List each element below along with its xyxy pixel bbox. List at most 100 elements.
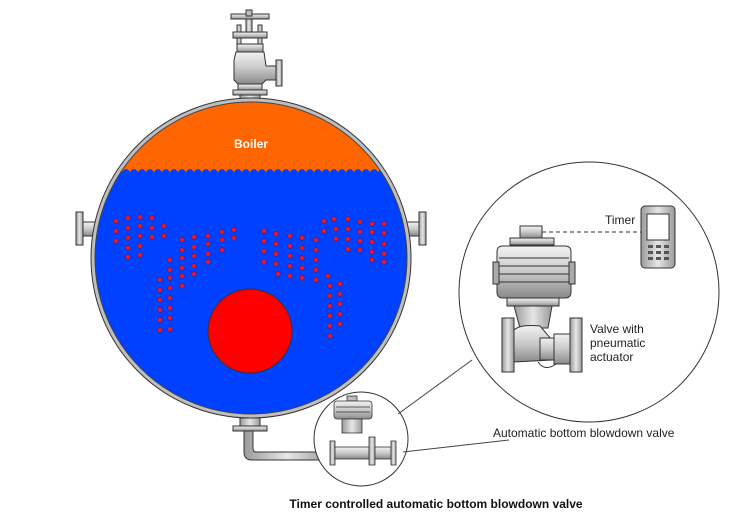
valve-label-line2: pneumatic (590, 336, 645, 350)
steam-bubble (137, 233, 143, 239)
steam-bubble (157, 287, 163, 293)
steam-bubble (313, 237, 319, 243)
steam-bubble (313, 257, 319, 263)
steam-bubble (149, 225, 155, 231)
steam-bubble (125, 225, 131, 231)
steam-bubble (157, 297, 163, 303)
zoom-line-upper (397, 359, 473, 415)
steam-bubble (149, 215, 155, 221)
steam-bubble (113, 238, 119, 244)
diagram-caption: Timer controlled automatic bottom blowdo… (289, 497, 582, 511)
steam-bubble (167, 326, 173, 332)
steam-bubble (137, 214, 143, 220)
steam-bubble (273, 231, 279, 237)
steam-bubble (345, 236, 351, 242)
steam-bubble (167, 267, 173, 273)
steam-bubble (331, 216, 337, 222)
timer-label: Timer (605, 213, 635, 227)
blowdown-valve-icon (329, 395, 397, 466)
steam-bubble (157, 277, 163, 283)
steam-bubble (157, 327, 163, 333)
steam-bubble (125, 235, 131, 241)
steam-bubble (191, 244, 197, 250)
top-steam-valve-icon (230, 9, 283, 104)
steam-bubble (337, 291, 343, 297)
steam-bubble (157, 307, 163, 313)
steam-bubble (337, 301, 343, 307)
steam-bubbles (113, 214, 387, 339)
boiler-label: Boiler (234, 137, 268, 151)
steam-bubble (125, 215, 131, 221)
steam-bubble (261, 228, 267, 234)
steam-bubble (137, 252, 143, 258)
steam-bubble (299, 245, 305, 251)
steam-bubble (299, 235, 305, 241)
steam-bubble (357, 219, 363, 225)
steam-bubble (231, 227, 237, 233)
steam-bubble (299, 265, 305, 271)
steam-bubble (333, 226, 339, 232)
steam-bubble (179, 255, 185, 261)
steam-bubble (327, 313, 333, 319)
steam-bubble (167, 295, 173, 301)
steam-bubble (345, 246, 351, 252)
steam-bubble (327, 303, 333, 309)
steam-bubble (191, 234, 197, 240)
steam-bubble (261, 238, 267, 244)
steam-bubble (381, 230, 387, 236)
steam-bubble (205, 259, 211, 265)
steam-bubble (369, 221, 375, 227)
steam-bubble (313, 247, 319, 253)
steam-bubble (369, 257, 375, 263)
steam-bubble (219, 237, 225, 243)
steam-bubble (333, 236, 339, 242)
steam-bubble (273, 241, 279, 247)
steam-bubble (191, 263, 197, 269)
steam-bubble (287, 233, 293, 239)
steam-bubble (167, 257, 173, 263)
steam-bubble (357, 229, 363, 235)
steam-bubble (167, 275, 173, 281)
steam-bubble (381, 241, 387, 247)
steam-bubble (369, 239, 375, 245)
steam-bubble (369, 249, 375, 255)
steam-bubble (337, 311, 343, 317)
steam-bubble (313, 267, 319, 273)
furnace-tube (207, 288, 293, 374)
valve-label-line3: actuator (590, 350, 633, 364)
steam-bubble (337, 321, 343, 327)
steam-bubble (167, 315, 173, 321)
steam-bubble (205, 251, 211, 257)
steam-bubble (287, 273, 293, 279)
steam-bubble (369, 229, 375, 235)
pneumatic-actuator-icon (492, 225, 583, 373)
steam-bubble (381, 259, 387, 265)
steam-bubble (287, 263, 293, 269)
steam-bubble (125, 245, 131, 251)
steam-bubble (299, 275, 305, 281)
blowdown-label: Automatic bottom blowdown valve (493, 426, 675, 440)
steam-bubble (275, 271, 281, 277)
steam-bubble (327, 293, 333, 299)
steam-bubble (273, 261, 279, 267)
steam-bubble (113, 228, 119, 234)
steam-bubble (325, 273, 331, 279)
steam-bubble (327, 323, 333, 329)
steam-bubble (287, 243, 293, 249)
steam-bubble (273, 251, 279, 257)
steam-bubble (337, 281, 343, 287)
steam-bubble (261, 259, 267, 265)
steam-bubble (179, 273, 185, 279)
steam-bubble (287, 253, 293, 259)
steam-bubble (179, 283, 185, 289)
steam-bubble (179, 265, 185, 271)
zoom-line-lower (402, 439, 510, 453)
steam-bubble (167, 285, 173, 291)
steam-bubble (321, 218, 327, 224)
steam-bubble (137, 223, 143, 229)
steam-bubble (381, 221, 387, 227)
steam-bubble (357, 247, 363, 253)
steam-bubble (313, 277, 319, 283)
steam-bubble (179, 247, 185, 253)
